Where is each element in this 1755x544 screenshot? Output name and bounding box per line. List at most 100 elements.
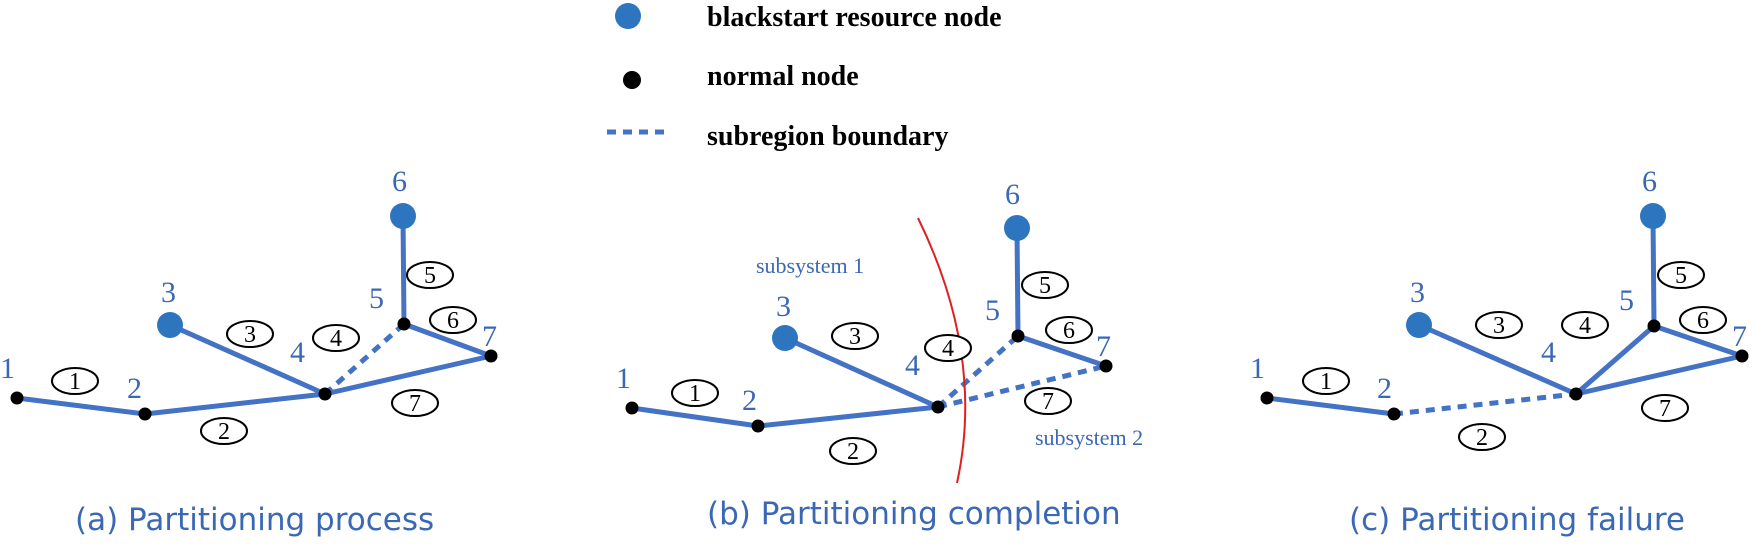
legend-normal-text: normal node [707,61,859,92]
normal-node-1 [625,401,639,415]
node-label-1: 1 [0,352,15,385]
node-label-2: 2 [127,372,142,405]
blackstart-node-6 [390,203,416,229]
branch-oval-2 [829,437,877,465]
blackstart-node-6 [1640,203,1666,229]
node-label-6: 6 [1642,165,1657,198]
branch-line-4 [1573,323,1657,397]
branch-label-5: 5 [1675,263,1687,289]
branch-oval-2 [200,417,248,445]
subsystem-2-label: subsystem 2 [1035,425,1143,450]
branch-label-4: 4 [330,326,342,352]
normal-node-1 [10,391,24,405]
branch-line-2-dashed [1393,391,1577,417]
branch-oval-7 [1641,394,1689,422]
blackstart-node-3 [157,312,183,338]
normal-node-2 [138,407,152,421]
branch-oval-4 [1561,311,1609,339]
node-label-1: 1 [1250,352,1265,385]
node-label-5: 5 [369,282,384,315]
normal-node-2 [751,419,765,433]
branch-line-3 [1416,322,1579,397]
node-label-6: 6 [1005,178,1020,211]
node-label-7: 7 [482,320,497,353]
branch-oval-2 [1458,423,1506,451]
node-label-3: 3 [1410,276,1425,309]
normal-node-1 [1260,391,1274,405]
branch-oval-3 [831,322,879,350]
legend: blackstart resource node normal node sub… [607,2,1002,152]
node-label-6: 6 [392,165,407,198]
branch-line-6 [1015,333,1109,369]
branch-label-1: 1 [69,369,81,395]
branch-line-7 [1573,353,1745,397]
branch-oval-3 [226,320,274,348]
branch-line-5 [400,213,407,327]
normal-node-7 [484,349,498,363]
caption-a: (a) Partitioning process [75,502,434,538]
blackstart-node-3 [1406,312,1432,338]
normal-node-2 [1387,407,1401,421]
node-label-2: 2 [742,384,757,417]
branch-label-6: 6 [447,308,459,334]
branch-line-1 [1264,395,1397,417]
node-label-4: 4 [290,336,305,369]
branch-label-2: 2 [1476,425,1488,451]
branch-label-6: 6 [1063,318,1075,344]
branch-label-1: 1 [1320,369,1332,395]
branch-line-4-dashed [936,334,1020,409]
normal-node-7 [1099,359,1113,373]
node-label-7: 7 [1096,330,1111,363]
branch-line-2 [755,404,941,429]
branch-oval-6 [1679,306,1727,334]
legend-blackstart-marker [615,3,641,29]
branch-line-1 [14,395,148,417]
branch-line-5 [1650,213,1657,329]
branch-oval-3 [1475,311,1523,339]
branch-line-4-dashed [323,322,406,396]
branch-label-2: 2 [218,419,230,445]
node-label-3: 3 [161,276,176,309]
branch-label-3: 3 [849,324,861,350]
branch-label-7: 7 [1659,396,1671,422]
panel-b: 1 2 3 4 5 6 7 1 2 3 4 5 6 7 subsystem 1 … [616,178,1143,532]
branch-label-5: 5 [424,263,436,289]
blackstart-node-3 [772,325,798,351]
legend-boundary-text: subregion boundary [707,121,948,152]
node-label-7: 7 [1732,320,1747,353]
legend-blackstart-text: blackstart resource node [707,2,1002,33]
branch-label-3: 3 [244,322,256,348]
branch-label-6: 6 [1697,308,1709,334]
branch-oval-1 [671,379,719,407]
node-label-5: 5 [985,294,1000,327]
branch-oval-5 [406,261,454,289]
normal-node-4 [318,387,332,401]
node-label-5: 5 [1619,284,1634,317]
branch-line-3 [782,335,941,410]
branch-oval-7 [391,389,439,417]
subsystem-1-label: subsystem 1 [756,253,864,278]
branch-line-7-dashed [937,363,1107,410]
branch-line-2 [142,391,328,417]
normal-node-4 [931,400,945,414]
branch-oval-6 [429,306,477,334]
branch-label-1: 1 [689,381,701,407]
panel-a: 1 2 3 4 5 6 7 1 2 3 4 5 6 7 (a) Partitio… [0,165,498,538]
normal-node-4 [1569,387,1583,401]
branch-oval-5 [1021,271,1069,299]
branch-label-2: 2 [847,439,859,465]
caption-b: (b) Partitioning completion [707,496,1121,532]
branch-oval-4 [924,334,972,362]
branch-oval-5 [1657,261,1705,289]
branch-line-1 [629,405,761,429]
branch-line-5 [1014,225,1021,339]
node-label-2: 2 [1377,372,1392,405]
normal-node-5 [397,317,411,331]
branch-oval-7 [1024,387,1072,415]
branch-oval-6 [1045,316,1093,344]
panel-c: 1 2 3 4 5 6 7 1 2 3 4 5 6 7 (c) Partitio… [1250,165,1749,538]
branch-label-5: 5 [1039,273,1051,299]
branch-line-7 [322,353,494,397]
branch-oval-4 [312,324,360,352]
